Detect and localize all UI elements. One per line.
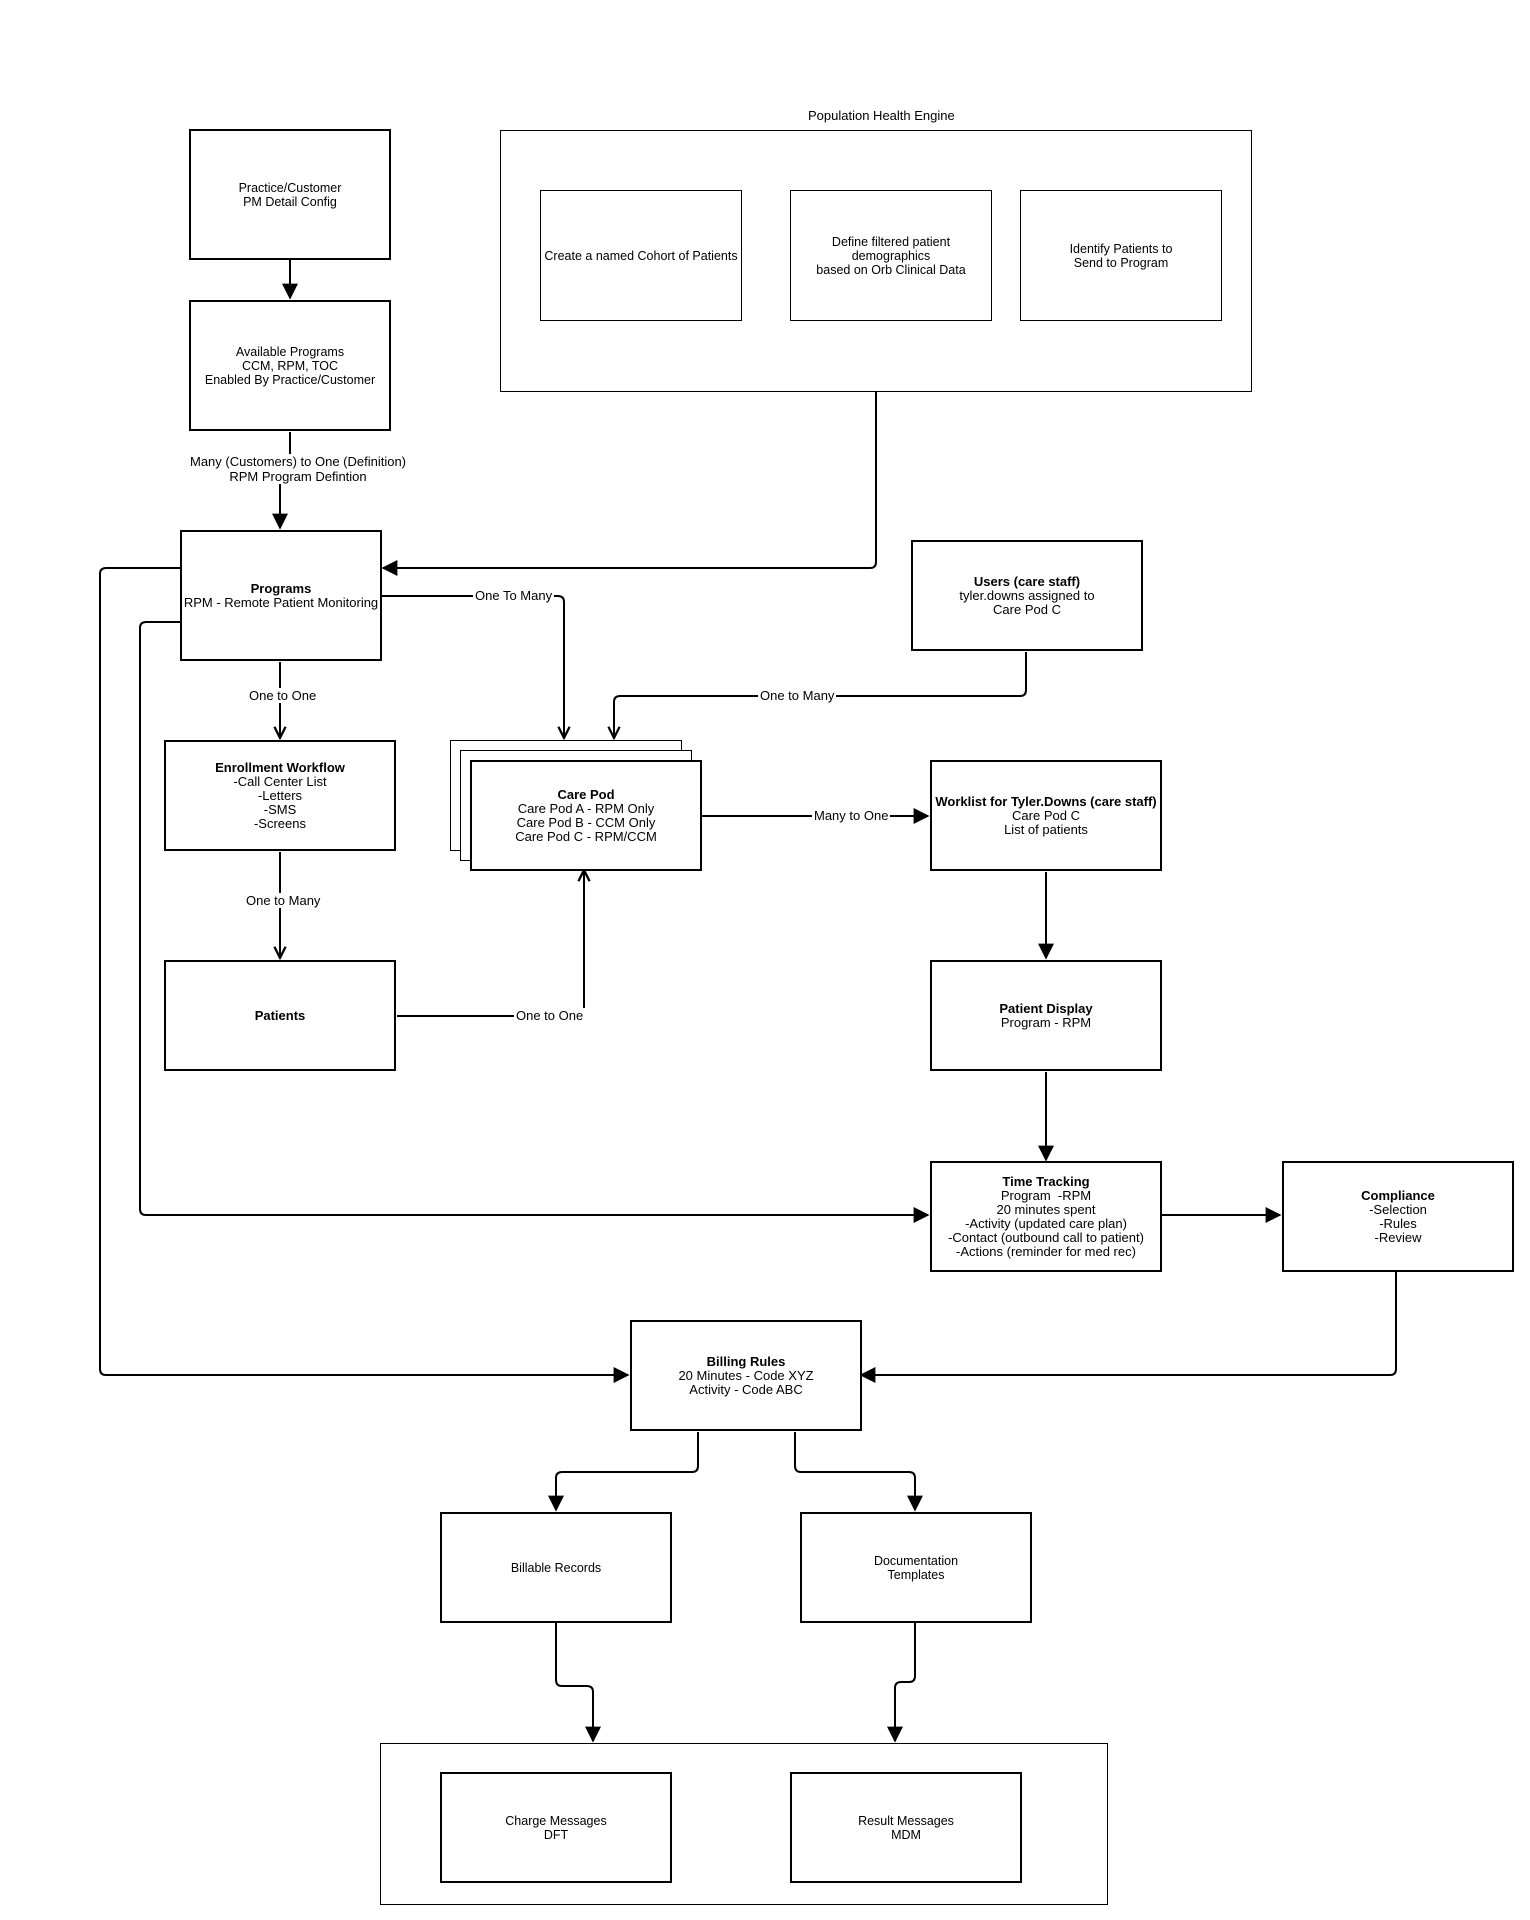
available-line: CCM, RPM, TOC bbox=[241, 358, 339, 373]
documentation-templates-box: Documentation Templates bbox=[800, 1512, 1032, 1623]
care-pod-box: Care Pod Care Pod A - RPM Only Care Pod … bbox=[470, 760, 702, 871]
worklist-title: Worklist for Tyler.Downs (care staff) bbox=[935, 793, 1157, 809]
result-line: Result Messages bbox=[858, 1813, 954, 1828]
patient-display-title: Patient Display bbox=[999, 1000, 1093, 1016]
time-tracking-line: 20 minutes spent bbox=[996, 1201, 1096, 1217]
identify-patients-box: Identify Patients to Send to Program bbox=[1020, 190, 1222, 321]
time-tracking-line: Program -RPM bbox=[1000, 1187, 1092, 1203]
enrollment-title: Enrollment Workflow bbox=[215, 759, 345, 775]
filter-demographics-box: Define filtered patient demographics bas… bbox=[790, 190, 992, 321]
available-line: Enabled By Practice/Customer bbox=[204, 372, 376, 387]
edge-documentation-to-output bbox=[887, 1623, 916, 1743]
users-care-staff-box: Users (care staff) tyler.downs assigned … bbox=[911, 540, 1143, 651]
edge-label-line: RPM Program Defintion bbox=[229, 469, 367, 484]
charge-line: Charge Messages bbox=[505, 1813, 607, 1828]
identify-line: Send to Program bbox=[1073, 255, 1169, 270]
edge-label-many-to-one-definition: Many (Customers) to One (Definition) RPM… bbox=[188, 454, 409, 484]
edge-compliance-to-billing bbox=[859, 1272, 1397, 1383]
care-pod-line: Care Pod B - CCM Only bbox=[516, 814, 656, 830]
filter-line: Define filtered patient demographics bbox=[831, 234, 951, 263]
edge-label-one-to-many-programs: One To Many bbox=[473, 588, 555, 603]
users-title: Users (care staff) bbox=[973, 573, 1081, 589]
edge-label-one-to-one-patients: One to One bbox=[514, 1008, 586, 1023]
worklist-line: Care Pod C bbox=[1012, 807, 1080, 823]
billing-rules-box: Billing Rules 20 Minutes - Code XYZ Acti… bbox=[630, 1320, 862, 1431]
enrollment-workflow-box: Enrollment Workflow -Call Center List -L… bbox=[164, 740, 396, 851]
practice-line: PM Detail Config bbox=[243, 194, 337, 209]
edge-programs-to-billing-left bbox=[99, 567, 630, 1383]
documentation-line: Templates bbox=[887, 1567, 945, 1582]
worklist-line: List of patients bbox=[1004, 821, 1088, 837]
documentation-line: Documentation bbox=[873, 1553, 959, 1568]
enrollment-line: -Call Center List bbox=[233, 773, 327, 789]
edge-label-line: Many (Customers) to One (Definition) bbox=[190, 454, 407, 469]
patient-display-box: Patient Display Program - RPM bbox=[930, 960, 1162, 1071]
billing-rules-title: Billing Rules bbox=[706, 1353, 786, 1369]
edge-programs-to-carepod bbox=[382, 595, 564, 738]
users-line: Care Pod C bbox=[993, 601, 1061, 617]
programs-title: Programs bbox=[250, 580, 312, 596]
identify-line: Identify Patients to bbox=[1069, 241, 1173, 256]
enrollment-line: -Letters bbox=[257, 787, 303, 803]
billing-rules-line: 20 Minutes - Code XYZ bbox=[678, 1367, 814, 1383]
patients-box: Patients bbox=[164, 960, 396, 1071]
care-pod-line: Care Pod A - RPM Only bbox=[517, 800, 655, 816]
charge-line: DFT bbox=[543, 1827, 569, 1842]
cohort-label: Create a named Cohort of Patients bbox=[544, 248, 738, 263]
charge-messages-box: Charge Messages DFT bbox=[440, 1772, 672, 1883]
edge-label-many-to-one-worklist: Many to One bbox=[812, 808, 891, 823]
time-tracking-box: Time Tracking Program -RPM 20 minutes sp… bbox=[930, 1161, 1162, 1272]
patients-title: Patients bbox=[254, 1007, 306, 1023]
edge-label-one-to-many-patients: One to Many bbox=[244, 893, 323, 908]
users-line: tyler.downs assigned to bbox=[959, 587, 1095, 603]
compliance-line: -Selection bbox=[1369, 1201, 1427, 1217]
time-tracking-title: Time Tracking bbox=[1002, 1173, 1090, 1189]
billing-rules-line: Activity - Code ABC bbox=[689, 1381, 803, 1397]
enrollment-line: -SMS bbox=[263, 801, 297, 817]
compliance-box: Compliance -Selection -Rules -Review bbox=[1282, 1161, 1514, 1272]
available-programs-box: Available Programs CCM, RPM, TOC Enabled… bbox=[189, 300, 391, 431]
edge-engine-to-programs bbox=[381, 392, 877, 576]
compliance-title: Compliance bbox=[1361, 1187, 1435, 1203]
practice-line: Practice/Customer bbox=[238, 180, 342, 195]
enrollment-line: -Screens bbox=[253, 815, 306, 831]
edge-billing-to-billable bbox=[548, 1432, 699, 1512]
edge-patients-to-carepod bbox=[397, 870, 584, 1017]
billable-records-box: Billable Records bbox=[440, 1512, 672, 1623]
care-pod-line: Care Pod C - RPM/CCM bbox=[515, 828, 657, 844]
billable-records-label: Billable Records bbox=[510, 1560, 602, 1575]
time-tracking-line: -Activity (updated care plan) bbox=[965, 1215, 1127, 1231]
programs-box: Programs RPM - Remote Patient Monitoring bbox=[180, 530, 382, 661]
compliance-line: -Rules bbox=[1379, 1215, 1417, 1231]
patient-display-line: Program - RPM bbox=[1000, 1014, 1092, 1030]
compliance-line: -Review bbox=[1374, 1229, 1422, 1245]
care-pod-title: Care Pod bbox=[557, 786, 615, 802]
cohort-box: Create a named Cohort of Patients bbox=[540, 190, 742, 321]
time-tracking-line: -Actions (reminder for med rec) bbox=[956, 1243, 1136, 1259]
edge-programs-to-timetracking bbox=[139, 621, 930, 1223]
population-engine-group bbox=[500, 130, 1252, 392]
filter-line: based on Orb Clinical Data bbox=[816, 262, 966, 277]
available-line: Available Programs bbox=[235, 344, 345, 359]
output-messages-group bbox=[380, 1743, 1108, 1905]
worklist-box: Worklist for Tyler.Downs (care staff) Ca… bbox=[930, 760, 1162, 871]
edge-label-one-to-one-enrollment: One to One bbox=[247, 688, 319, 703]
edge-billing-to-documentation bbox=[794, 1432, 923, 1512]
edge-billable-to-output bbox=[555, 1623, 601, 1743]
time-tracking-line: -Contact (outbound call to patient) bbox=[948, 1229, 1144, 1245]
result-messages-box: Result Messages MDM bbox=[790, 1772, 1022, 1883]
programs-line: RPM - Remote Patient Monitoring bbox=[183, 594, 379, 610]
practice-customer-box: Practice/Customer PM Detail Config bbox=[189, 129, 391, 260]
result-line: MDM bbox=[891, 1827, 921, 1842]
edge-label-one-to-many-users: One to Many bbox=[758, 688, 837, 703]
population-engine-title: Population Health Engine bbox=[808, 108, 955, 123]
